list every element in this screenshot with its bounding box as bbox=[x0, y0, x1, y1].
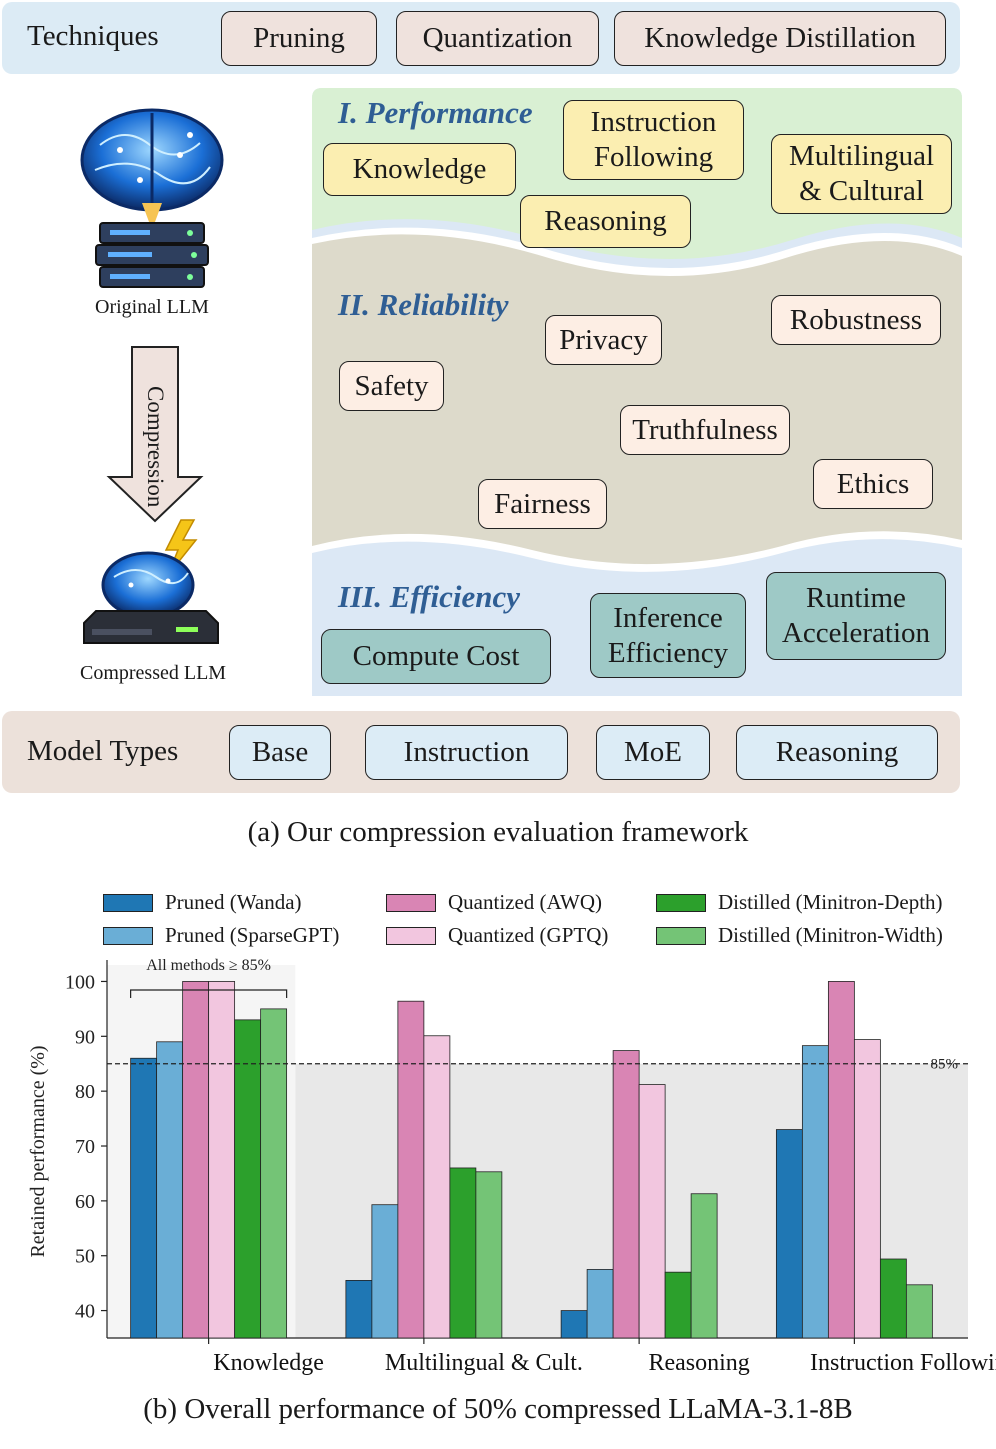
compression-arrow bbox=[106, 346, 204, 523]
bar bbox=[775, 1129, 803, 1339]
legend-swatch bbox=[656, 926, 706, 945]
x-tick-label: Reasoning bbox=[648, 1350, 749, 1376]
compression-label: Compression bbox=[143, 386, 168, 508]
model-type-instruction: Instruction bbox=[365, 725, 568, 780]
annotation-label: All methods ≥ 85% bbox=[146, 957, 271, 974]
bar bbox=[638, 1084, 666, 1339]
bar bbox=[475, 1171, 503, 1339]
dimension-inference-efficiency: Inference Efficiency bbox=[590, 593, 746, 678]
technique-quantization: Quantization bbox=[396, 11, 599, 66]
legend-label: Quantized (AWQ) bbox=[448, 890, 603, 914]
bar bbox=[156, 1041, 184, 1339]
bar bbox=[853, 1039, 881, 1339]
legend-swatch bbox=[103, 893, 153, 912]
model-types-label: Model Types bbox=[27, 735, 179, 767]
legend-swatch bbox=[103, 926, 153, 945]
legend-label: Quantized (GPTQ) bbox=[448, 923, 609, 947]
bar bbox=[827, 981, 855, 1339]
x-tick-label: Knowledge bbox=[213, 1350, 324, 1376]
legend-label: Pruned (Wanda) bbox=[165, 890, 302, 914]
reference-line-label: 85% bbox=[931, 1057, 959, 1073]
original-llm-illustration bbox=[80, 108, 224, 288]
y-tick-label: 100 bbox=[65, 971, 95, 993]
dimension-ethics: Ethics bbox=[813, 459, 933, 509]
bar bbox=[612, 1050, 640, 1339]
bar bbox=[423, 1035, 451, 1339]
bar bbox=[905, 1284, 933, 1339]
dimension-reasoning: Reasoning bbox=[520, 195, 691, 248]
legend-item: Quantized (GPTQ) bbox=[386, 923, 608, 948]
technique-pruning: Pruning bbox=[221, 11, 377, 66]
annotation-bracket bbox=[130, 989, 288, 998]
performance-title: I. Performance bbox=[338, 95, 533, 130]
original-llm-label: Original LLM bbox=[95, 296, 209, 318]
bar bbox=[130, 1057, 158, 1339]
technique-knowledge-distillation: Knowledge Distillation bbox=[614, 11, 946, 66]
caption-a: (a) Our compression evaluation framework bbox=[247, 816, 749, 848]
techniques-label: Techniques bbox=[27, 20, 159, 52]
y-tick-label: 50 bbox=[75, 1246, 95, 1268]
y-tick-label: 80 bbox=[75, 1081, 95, 1103]
legend-item: Distilled (Minitron-Width) bbox=[656, 923, 943, 948]
bar bbox=[260, 1008, 288, 1339]
legend-item: Distilled (Minitron-Depth) bbox=[656, 890, 943, 915]
server-stack-icon bbox=[95, 222, 209, 288]
dimension-instruction-following: Instruction Following bbox=[563, 100, 744, 180]
bar bbox=[449, 1167, 477, 1339]
dimension-knowledge: Knowledge bbox=[323, 143, 516, 196]
bar bbox=[586, 1269, 614, 1339]
bar bbox=[664, 1271, 692, 1339]
dimension-runtime-acceleration: Runtime Acceleration bbox=[766, 572, 946, 660]
y-tick-label: 90 bbox=[75, 1026, 95, 1048]
y-tick-label: 40 bbox=[75, 1301, 95, 1323]
dimension-compute-cost: Compute Cost bbox=[321, 629, 551, 684]
efficiency-title: III. Efficiency bbox=[338, 579, 520, 614]
dimension-robustness: Robustness bbox=[771, 295, 941, 345]
legend-swatch bbox=[386, 893, 436, 912]
legend-label: Pruned (SparseGPT) bbox=[165, 923, 340, 947]
caption-b: (b) Overall performance of 50% compresse… bbox=[143, 1393, 853, 1425]
bar bbox=[208, 981, 236, 1339]
compressed-llm-illustration bbox=[83, 519, 219, 644]
dimension-safety: Safety bbox=[339, 361, 444, 411]
compressed-llm-label: Compressed LLM bbox=[80, 662, 227, 684]
bar bbox=[182, 981, 210, 1339]
bar bbox=[690, 1193, 718, 1339]
x-tick-label: Instruction Following bbox=[810, 1350, 996, 1376]
x-tick-label: Multilingual & Cult. bbox=[385, 1350, 583, 1376]
y-tick-label: 60 bbox=[75, 1191, 95, 1213]
legend-label: Distilled (Minitron-Depth) bbox=[718, 890, 943, 914]
legend-swatch bbox=[656, 893, 706, 912]
model-type-reasoning: Reasoning bbox=[736, 725, 938, 780]
legend-item: Pruned (SparseGPT) bbox=[103, 923, 339, 948]
bar bbox=[879, 1258, 907, 1339]
bar bbox=[371, 1204, 399, 1339]
bar bbox=[801, 1045, 829, 1339]
server-icon bbox=[83, 610, 219, 644]
brain-icon bbox=[101, 551, 195, 619]
dimension-truthfulness: Truthfulness bbox=[620, 405, 790, 455]
bar bbox=[345, 1280, 373, 1339]
legend-label: Distilled (Minitron-Width) bbox=[718, 923, 943, 947]
y-axis-label: Retained performance (%) bbox=[27, 1045, 49, 1257]
bar bbox=[234, 1019, 262, 1339]
reliability-title: II. Reliability bbox=[338, 287, 509, 322]
legend-item: Pruned (Wanda) bbox=[103, 890, 302, 915]
y-tick-label: 70 bbox=[75, 1136, 95, 1158]
legend-item: Quantized (AWQ) bbox=[386, 890, 602, 915]
legend-swatch bbox=[386, 926, 436, 945]
brain-icon bbox=[80, 108, 224, 230]
model-type-moe: MoE bbox=[596, 725, 710, 780]
bar bbox=[397, 1000, 425, 1339]
dimension-multilingual-cultural: Multilingual & Cultural bbox=[771, 134, 952, 214]
dimension-fairness: Fairness bbox=[478, 479, 607, 529]
bar bbox=[560, 1310, 588, 1339]
dimension-privacy: Privacy bbox=[545, 315, 662, 365]
model-type-base: Base bbox=[229, 725, 331, 780]
